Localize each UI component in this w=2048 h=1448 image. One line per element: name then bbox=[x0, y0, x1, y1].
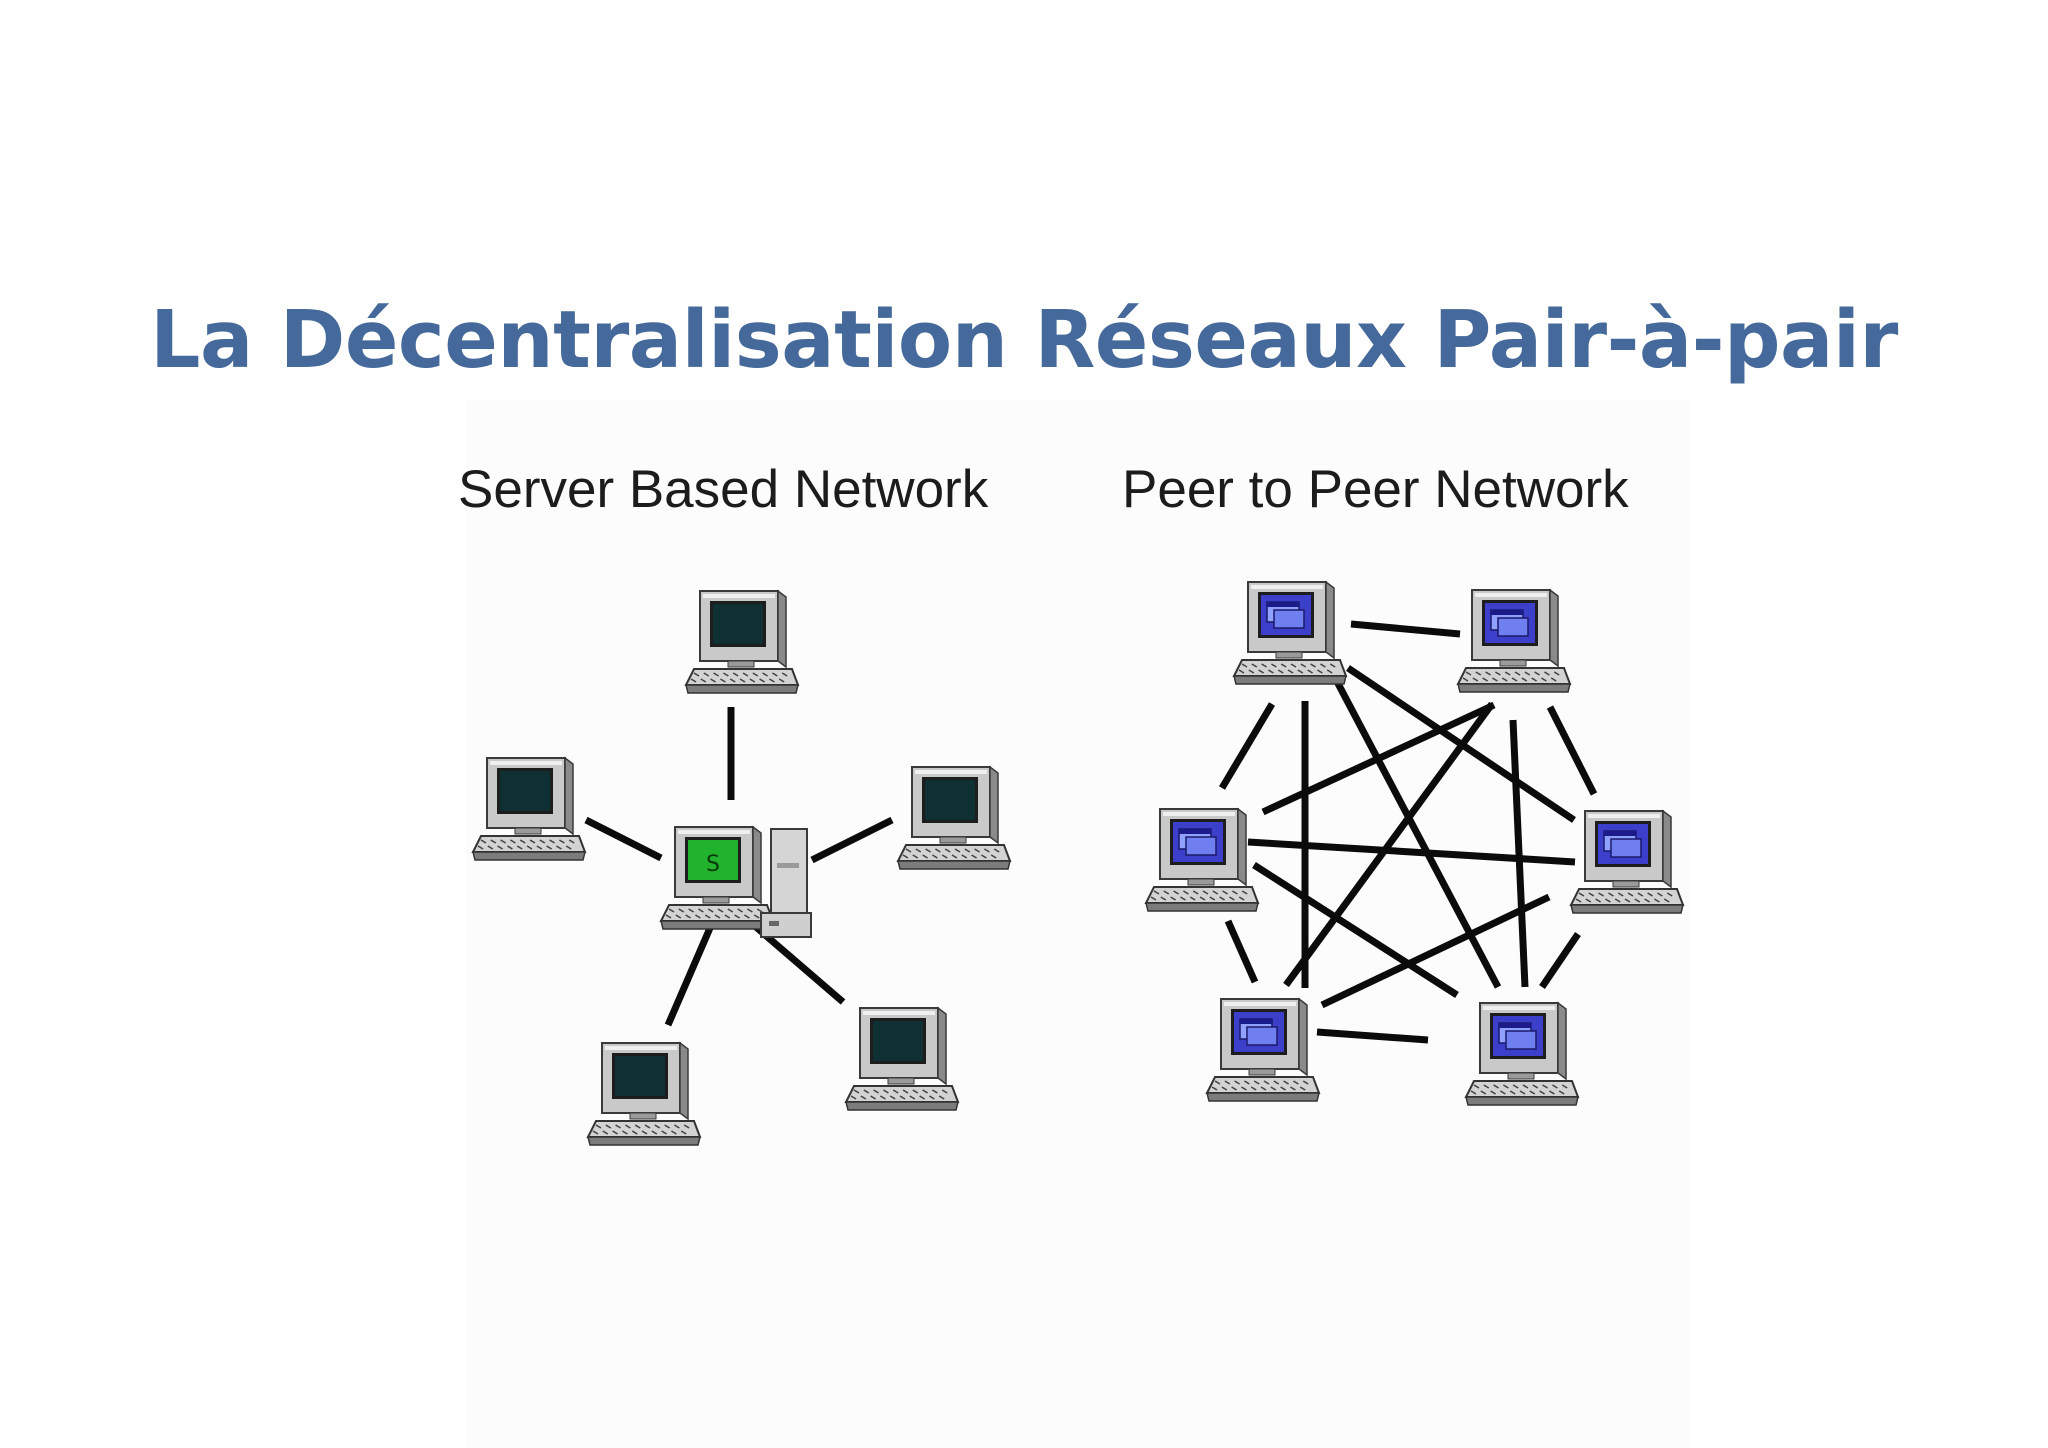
network-nodes: S bbox=[471, 580, 1685, 1146]
peer-link bbox=[1509, 719, 1529, 988]
server-link-left bbox=[584, 816, 663, 862]
peer-link bbox=[1539, 932, 1581, 989]
page-title: La Décentralisation Réseaux Pair-à-pair bbox=[150, 294, 1898, 386]
server-link-bottom-left bbox=[664, 926, 714, 1027]
server-link-right bbox=[810, 816, 894, 864]
client-computer-icon bbox=[471, 756, 587, 861]
peer-link bbox=[1320, 893, 1551, 1009]
peer-link bbox=[1218, 702, 1276, 790]
peer-computer-icon bbox=[1144, 807, 1260, 912]
p2p-network-caption: Peer to Peer Network bbox=[1122, 460, 1629, 519]
peer-computer-icon bbox=[1232, 580, 1348, 685]
client-computer-icon bbox=[684, 589, 800, 694]
peer-link bbox=[1247, 838, 1576, 866]
peer-link bbox=[1283, 701, 1495, 988]
peer-computer-icon bbox=[1205, 997, 1321, 1102]
peer-link bbox=[1261, 701, 1496, 816]
peer-link bbox=[1329, 672, 1502, 989]
client-computer-icon bbox=[844, 1006, 960, 1111]
peer-link bbox=[1316, 1028, 1429, 1044]
client-computer-icon bbox=[896, 765, 1012, 870]
server-label: S bbox=[706, 852, 720, 877]
peer-computer-icon bbox=[1456, 588, 1572, 693]
peer-link bbox=[1546, 705, 1598, 796]
peer-link bbox=[1252, 862, 1459, 998]
server-network-caption: Server Based Network bbox=[458, 460, 989, 519]
client-computer-icon bbox=[586, 1041, 702, 1146]
server-computer-icon: S bbox=[659, 825, 813, 938]
peer-computer-icon bbox=[1569, 809, 1685, 914]
peer-computer-icon bbox=[1464, 1001, 1580, 1106]
peer-link bbox=[1224, 919, 1259, 984]
p2p-network-links bbox=[1218, 620, 1598, 1044]
peer-link bbox=[1350, 620, 1461, 638]
